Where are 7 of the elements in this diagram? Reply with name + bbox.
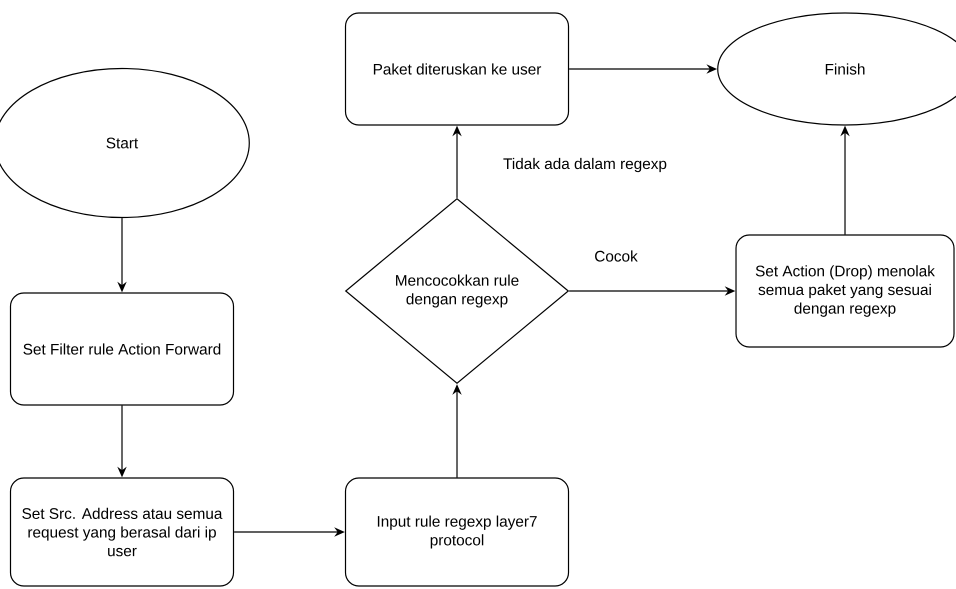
process-box: Paket diteruskan ke user [344,12,570,126]
edge-label: Tidak ada dalam regexp [502,156,668,174]
process-box: Input rule regexp layer7 protocol [344,477,570,587]
edge-label: Cocok [592,249,640,263]
process-box: Set Src. Address atau semua request yang berasal dari ip user [10,477,234,587]
process-box: Set Action (Drop) menolak semua paket yang sesuai dengan regexp [735,234,955,348]
process-box: Set Filter rule Action Forward [10,292,234,406]
